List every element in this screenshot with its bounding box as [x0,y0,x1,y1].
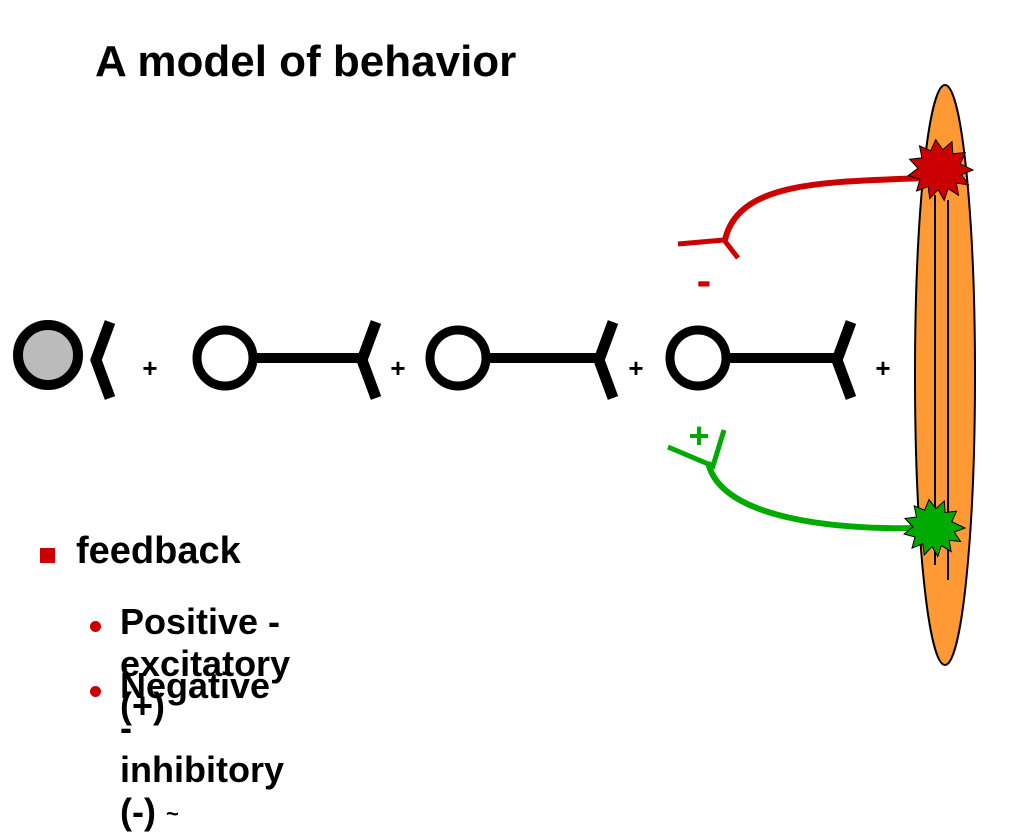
neuron-terminal-1 [356,320,382,400]
negative-feedback-pathway [722,175,926,241]
negative-receptor-burst [907,138,975,202]
neuron-body-1 [192,325,258,391]
synapse-sign: + [875,353,890,383]
tilde-mark: ~ [165,801,179,827]
slide-title: A model of behavior [95,37,517,86]
negative-feedback-terminal [677,237,740,260]
positive-feedback-pathway [705,461,921,532]
square-bullet-icon [40,548,55,563]
bullet-positive: Positive - excitatory (+) [120,601,291,726]
bullet-feedback: feedback [76,530,241,572]
sensory-neuron-body [13,320,83,390]
positive-receptor-burst [902,498,967,558]
negative-feedback-sign: - [697,256,712,305]
round-bullet-icon [90,621,101,632]
bullet-negative-label: Negative - inhibitory (-) [120,665,284,832]
behavior-model-diagram: + + + + - + [13,84,976,666]
bullet-negative: Negative - inhibitory (-)~ [120,665,284,833]
synapse-sign: + [142,353,157,383]
positive-feedback-terminal [667,429,727,470]
neuron-body-3 [665,325,731,391]
synapse-sign: + [390,353,405,383]
sensory-neuron-terminal [90,320,116,400]
neuron-terminal-2 [593,320,619,400]
synapse-sign: + [628,353,643,383]
neuron-body-2 [425,325,491,391]
neuron-terminal-3 [831,320,857,400]
round-bullet-icon [90,686,101,697]
positive-feedback-sign: + [688,415,709,456]
